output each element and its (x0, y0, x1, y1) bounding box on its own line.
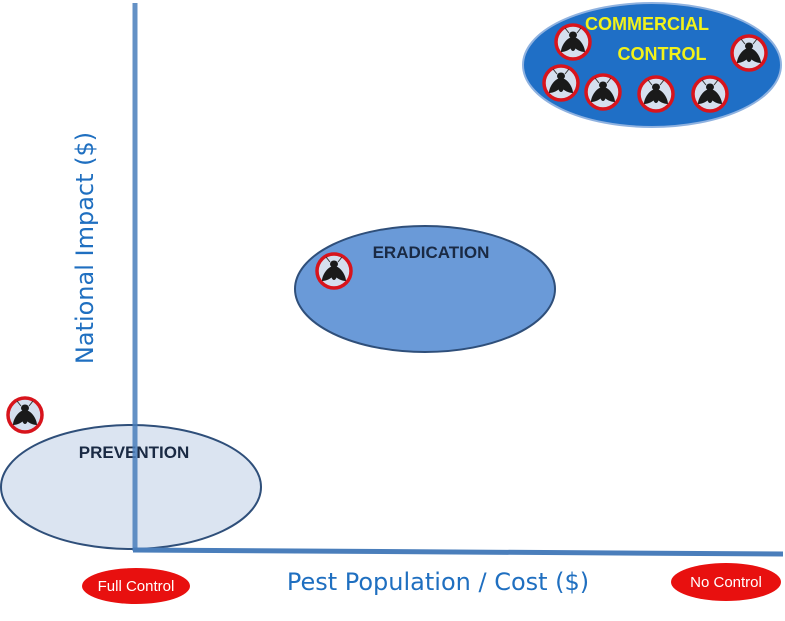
fly-icon (315, 252, 353, 290)
no-control-pill (671, 563, 781, 601)
fly-icon (554, 23, 592, 61)
prevention-region (0, 424, 262, 550)
eradication-label: ERADICATION (373, 243, 490, 262)
y-axis-label: National Impact ($) (71, 132, 99, 364)
commercial-label-line1: COMMERCIAL (585, 14, 709, 34)
fly-icon (584, 73, 622, 111)
fly-icon (542, 64, 580, 102)
fly-icon (6, 396, 44, 434)
commercial-label-line2: CONTROL (618, 44, 707, 64)
fly-icon (691, 75, 729, 113)
x-axis (132, 547, 784, 557)
fly-icon (730, 34, 768, 72)
fly-icon (637, 75, 675, 113)
eradication-region (294, 225, 556, 353)
no-control-label: No Control (690, 574, 762, 591)
x-axis-label: Pest Population / Cost ($) (287, 568, 589, 596)
full-control-label: Full Control (98, 578, 175, 595)
full-control-pill (82, 568, 190, 604)
